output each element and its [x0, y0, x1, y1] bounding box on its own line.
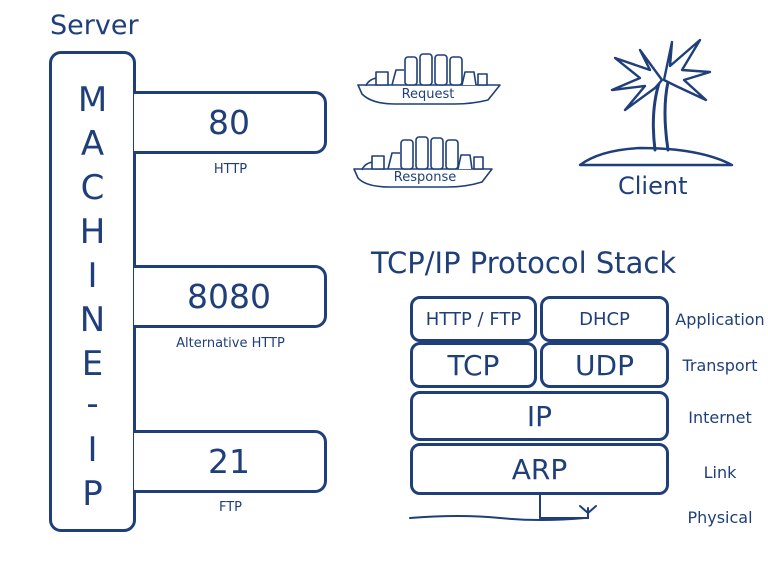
response-label: Response [393, 170, 457, 185]
machine-letter: - [86, 384, 99, 424]
layer-label-internet: Internet [688, 408, 752, 427]
palm-tree-icon [578, 38, 734, 167]
tcp-box: TCP [410, 342, 537, 388]
port-label-ftp: FTP [218, 500, 243, 515]
machine-letter: M [77, 80, 108, 120]
port-box-21: 21 [134, 430, 327, 493]
machine-letter: E [81, 344, 104, 384]
arp-box: ARP [410, 443, 669, 495]
machine-ip-box [49, 51, 136, 532]
layer-label-link: Link [703, 463, 737, 482]
machine-letter: I [87, 256, 98, 296]
request-label: Request [401, 87, 455, 102]
client-label: Client [618, 172, 688, 200]
ip-box: IP [410, 391, 669, 441]
machine-letter: N [79, 300, 106, 340]
port-box-80: 80 [134, 91, 327, 154]
machine-letter: I [87, 430, 98, 470]
response-ship-icon [353, 136, 493, 188]
machine-letter: C [80, 168, 105, 208]
dhcp-box: DHCP [540, 296, 669, 342]
port-label-alternative-http: Alternative HTTP [176, 336, 285, 351]
server-title: Server [50, 10, 139, 41]
layer-label-application: Application [675, 310, 765, 329]
machine-letter: H [79, 212, 106, 252]
request-ship-icon [357, 53, 501, 105]
layer-label-physical: Physical [687, 508, 753, 527]
layer-label-transport: Transport [682, 356, 758, 375]
physical-wire-icon [409, 494, 597, 521]
http-ftp-box: HTTP / FTP [410, 296, 537, 342]
stack-title: TCP/IP Protocol Stack [371, 246, 677, 280]
machine-letter: A [80, 124, 105, 164]
port-box-8080: 8080 [134, 265, 327, 328]
machine-letter: P [82, 474, 103, 514]
port-label-http: HTTP [213, 162, 248, 177]
udp-box: UDP [540, 342, 669, 388]
